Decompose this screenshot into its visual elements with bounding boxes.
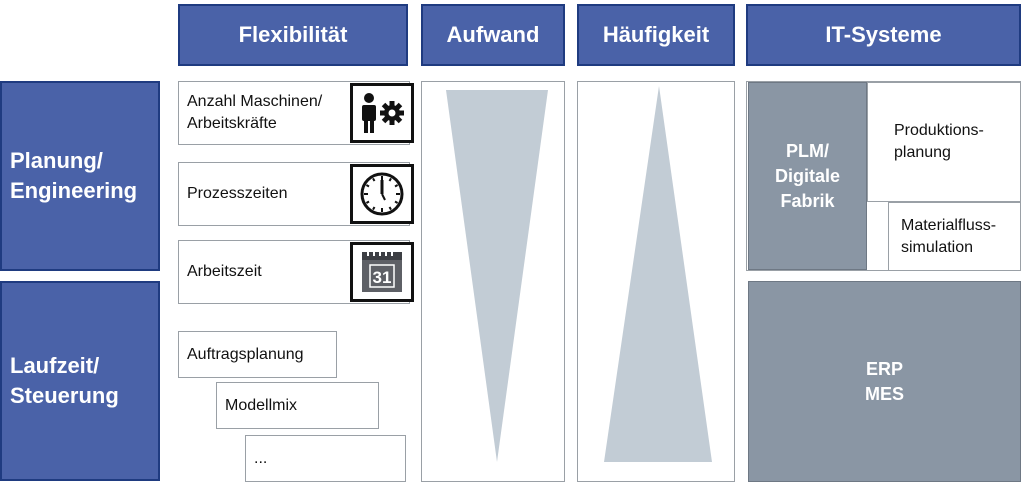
row-laufzeit-line2: Steuerung [10, 383, 119, 408]
system-plm-line2: Digitale [774, 165, 840, 186]
header-flexibilitaet-label: Flexibilität [238, 22, 348, 47]
header-aufwand-label: Aufwand [446, 22, 540, 47]
row-label-planung: Planung/ Engineering [0, 81, 160, 271]
aufwand-panel [421, 81, 565, 482]
system-materialfluss-line2: simulation [901, 238, 974, 256]
system-produktionsplanung: Produktions- planung [867, 82, 1021, 202]
clock-icon [350, 164, 414, 224]
row-label-laufzeit: Laufzeit/ Steuerung [0, 281, 160, 481]
calendar-day-number: 31 [373, 268, 392, 287]
system-mes-line: MES [864, 383, 904, 404]
row-laufzeit-line1: Laufzeit/ [10, 353, 100, 378]
row-planung-line2: Engineering [10, 178, 138, 203]
header-aufwand: Aufwand [421, 4, 565, 66]
system-materialfluss-line1: Materialfluss- [901, 216, 997, 234]
item-maschinen-line1: Anzahl Maschinen/ [187, 93, 323, 110]
item-modellmix-label: Modellmix [225, 396, 298, 414]
header-it-systeme-label: IT-Systeme [825, 22, 942, 47]
system-produktionsplanung-line1: Produktions- [894, 122, 984, 139]
header-haeufigkeit: Häufigkeit [577, 4, 735, 66]
haeufigkeit-increasing-triangle [604, 86, 712, 462]
item-auftragsplanung: Auftragsplanung [178, 331, 337, 378]
item-ellipsis-label: ... [254, 449, 268, 467]
item-maschinen-line2: Arbeitskräfte [187, 115, 277, 132]
header-haeufigkeit-label: Häufigkeit [602, 22, 710, 47]
header-flexibilitaet: Flexibilität [178, 4, 408, 66]
worker-gear-icon [350, 83, 414, 143]
header-it-systeme: IT-Systeme [746, 4, 1021, 66]
item-ellipsis: ... [245, 435, 406, 482]
system-erp-mes: ERP MES [748, 281, 1021, 482]
system-erp-line: ERP [865, 358, 903, 379]
calendar-icon: 31 [350, 242, 414, 302]
item-auftragsplanung-label: Auftragsplanung [187, 345, 304, 363]
system-plm-line3: Fabrik [780, 190, 835, 211]
row-planung-line1: Planung/ [10, 148, 103, 173]
item-prozesszeiten-label: Prozesszeiten [187, 185, 288, 202]
aufwand-decreasing-triangle [446, 90, 548, 462]
item-arbeitszeit-label: Arbeitszeit [187, 263, 262, 280]
system-plm-line1: PLM/ [786, 140, 829, 161]
system-materialfluss: Materialfluss- simulation [888, 202, 1021, 271]
item-modellmix: Modellmix [216, 382, 379, 429]
haeufigkeit-panel [577, 81, 735, 482]
system-plm: PLM/ Digitale Fabrik [748, 82, 867, 270]
system-produktionsplanung-line2: planung [894, 144, 951, 161]
